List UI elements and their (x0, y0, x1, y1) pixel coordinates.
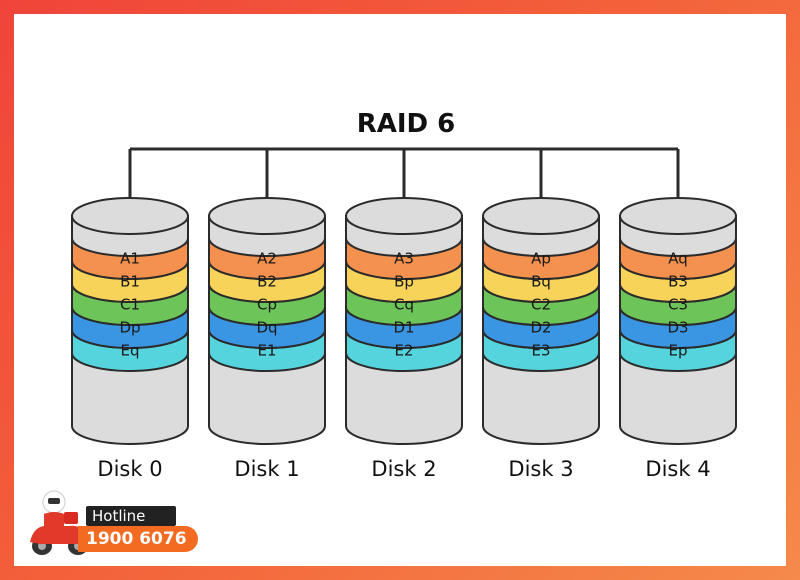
block-label: C1 (120, 296, 140, 314)
block-label: Cp (257, 296, 277, 314)
block-label: Dp (119, 319, 140, 337)
block-label: D2 (530, 319, 551, 337)
block-label: E3 (531, 342, 550, 360)
block-label: E1 (257, 342, 276, 360)
block-label: Ap (531, 250, 551, 268)
diagram-title: RAID 6 (357, 109, 456, 139)
disk-top-3 (482, 197, 600, 235)
disk-4-band-0 (619, 237, 737, 280)
disk-0-band-0 (71, 237, 189, 280)
disk-label-4: Disk 4 (645, 457, 710, 481)
block-label: C3 (668, 296, 688, 314)
block-label: Ep (669, 342, 688, 360)
block-label: D1 (393, 319, 414, 337)
block-label: A1 (120, 250, 140, 268)
disk-label-3: Disk 3 (508, 457, 573, 481)
hotline-label: Hotline (86, 506, 176, 526)
disk-top-1 (208, 197, 326, 235)
disk-label-0: Disk 0 (97, 457, 162, 481)
disk-top-2 (345, 197, 463, 235)
block-label: B1 (120, 273, 140, 291)
block-label: Eq (121, 342, 140, 360)
hotline-badge[interactable]: Hotline 1900 6076 (20, 484, 200, 564)
block-label: Bq (531, 273, 551, 291)
block-label: A3 (394, 250, 414, 268)
block-label: D3 (667, 319, 688, 337)
block-label: Dq (256, 319, 277, 337)
delivery-scooter-icon (30, 490, 88, 555)
block-label: Cq (394, 296, 414, 314)
block-label: E2 (394, 342, 413, 360)
disk-3-band-0 (482, 237, 600, 280)
hotline-number[interactable]: 1900 6076 (78, 526, 198, 552)
disk-2-band-0 (345, 237, 463, 280)
block-label: Aq (668, 250, 688, 268)
disk-label-1: Disk 1 (234, 457, 299, 481)
block-label: B2 (257, 273, 277, 291)
block-label: C2 (531, 296, 551, 314)
block-label: Bp (394, 273, 414, 291)
block-label: A2 (257, 250, 277, 268)
disk-label-2: Disk 2 (371, 457, 436, 481)
disk-1-band-0 (208, 237, 326, 280)
block-label: B3 (668, 273, 688, 291)
disk-top-0 (71, 197, 189, 235)
disk-top-4 (619, 197, 737, 235)
